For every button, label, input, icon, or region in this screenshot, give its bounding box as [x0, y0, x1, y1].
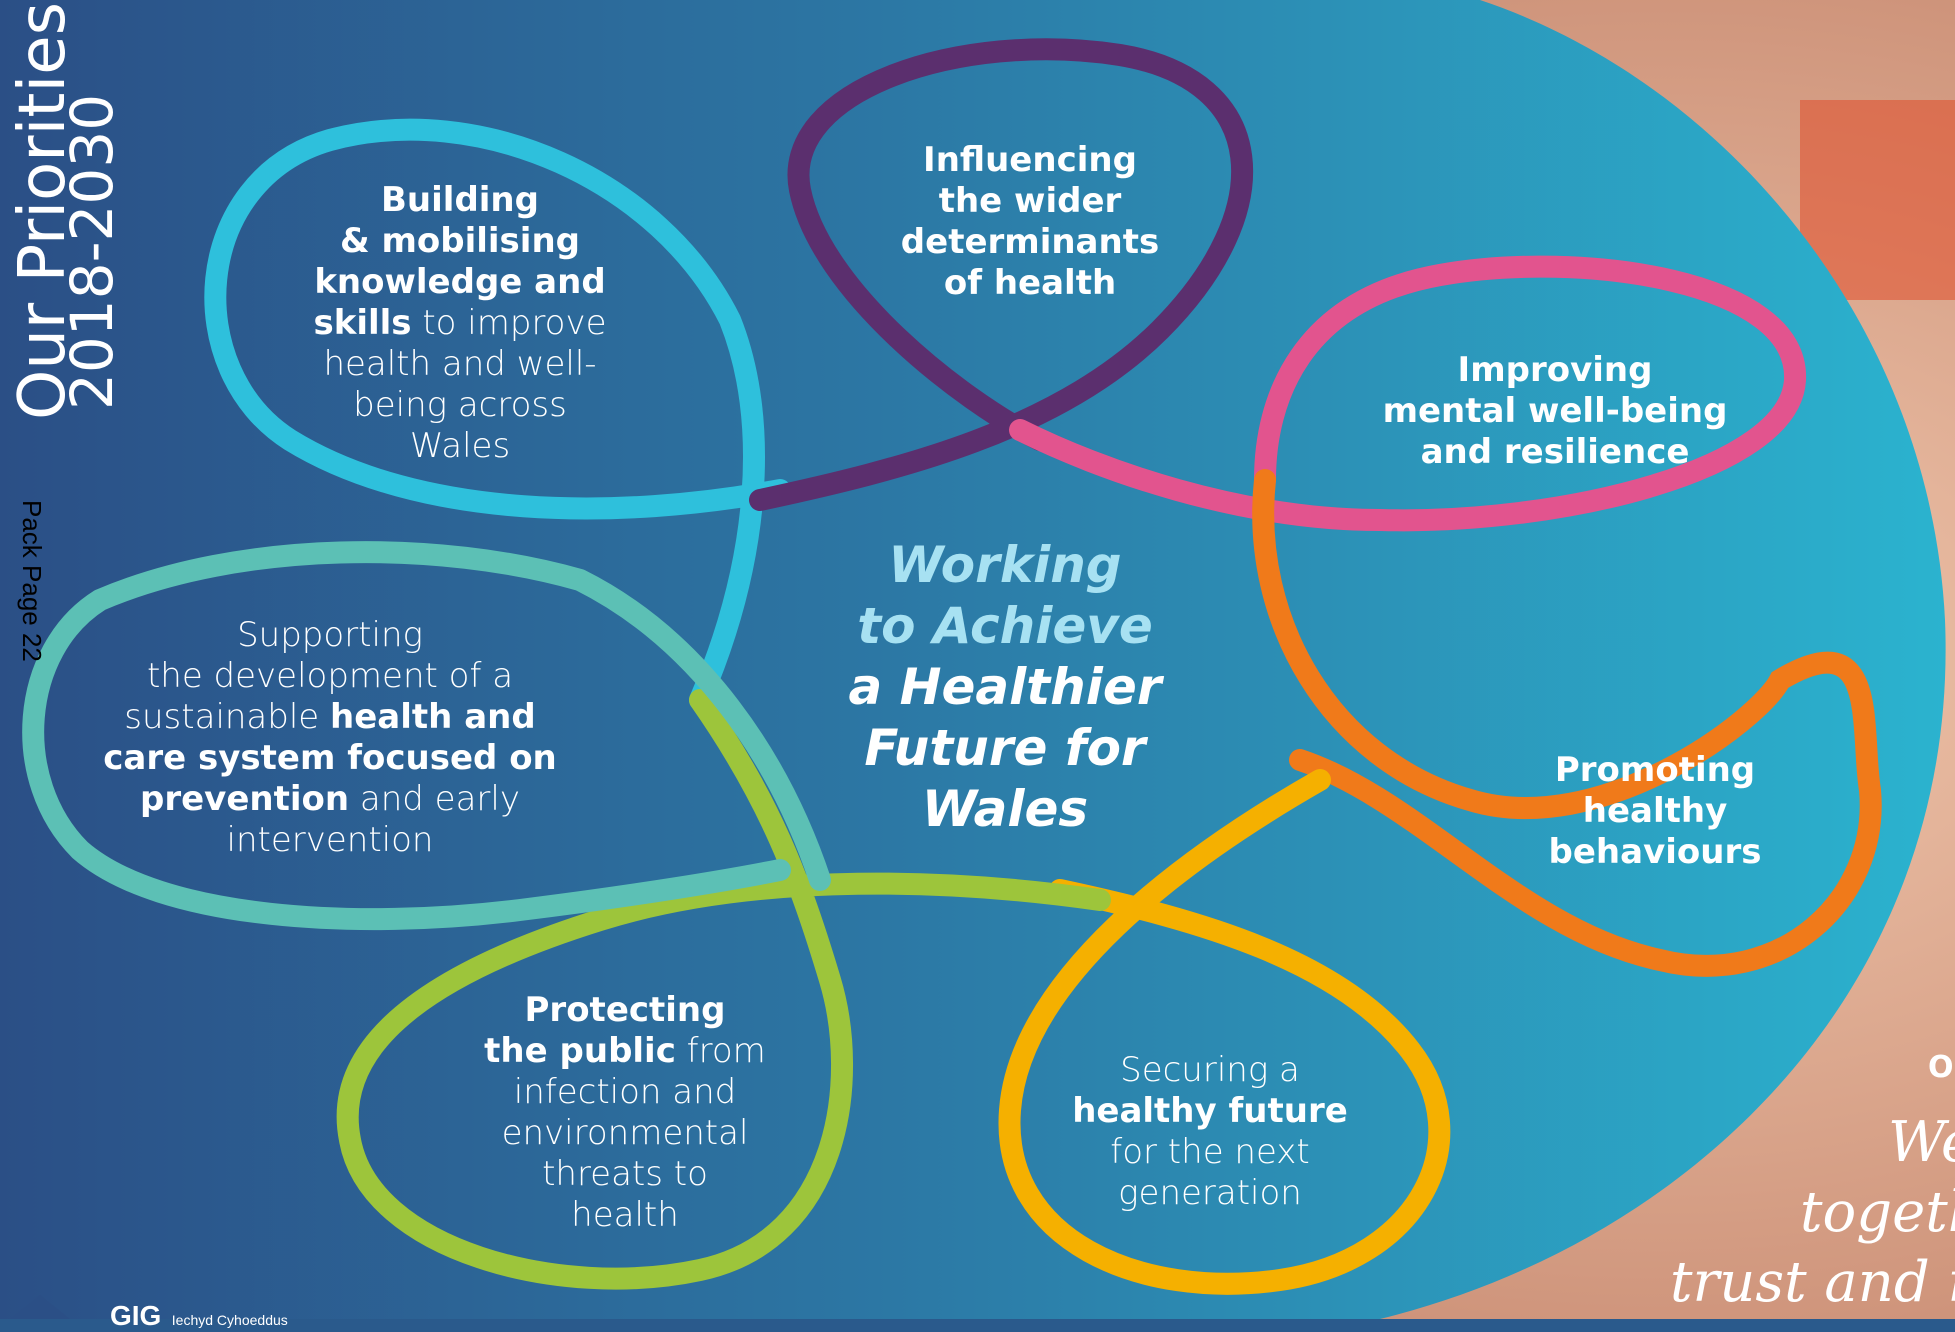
priority-knowledge-light: to improve health and well- being across… — [323, 303, 607, 466]
priority-behaviours: Promoting healthy behaviours — [1548, 750, 1762, 872]
priority-mental: Improving mental well-being and resilien… — [1382, 350, 1728, 472]
loop-determinants — [749, 38, 1254, 511]
loop-protecting — [336, 689, 1111, 1290]
center-line-2: to Achieve — [857, 597, 1153, 655]
footer-logo-text: GIG — [110, 1300, 162, 1331]
priority-protecting-light: from infection and environmental threats… — [501, 1031, 766, 1235]
right-script-2: togethe — [1800, 1180, 1955, 1245]
center-line-5: Wales — [921, 780, 1089, 838]
priority-future-light2: for the next generation — [1110, 1132, 1310, 1213]
center-line-4: Future for — [864, 719, 1146, 777]
right-script-3: trust and re — [1670, 1250, 1955, 1315]
vertical-title-years: 2018-2030 — [58, 93, 126, 410]
footer-text: GIG Iechyd Cyhoeddus — [110, 1300, 288, 1332]
priority-future-bold: healthy future — [1072, 1091, 1348, 1131]
center-title: Working to Achieve a Healthier Future fo… — [820, 535, 1190, 840]
footer-org-text: Iechyd Cyhoeddus — [171, 1312, 288, 1328]
loop-future — [998, 769, 1451, 1295]
footer-logo — [10, 1295, 70, 1319]
priority-prevention: Supporting the development of a sustaina… — [80, 615, 580, 861]
priority-future-light1: Securing a — [1120, 1050, 1300, 1090]
priority-knowledge-bold: Building & mobilising knowledge and skil… — [313, 180, 606, 343]
priority-knowledge: Building & mobilising knowledge and skil… — [280, 180, 640, 467]
priority-protecting-bold2: the public — [484, 1031, 676, 1071]
priority-protecting-bold1: Protecting — [524, 990, 726, 1030]
center-line-1: Working — [888, 536, 1122, 594]
right-partial-heading: Ou — [1928, 1050, 1955, 1085]
priority-prevention-bold: health and care system focused on preven… — [103, 697, 557, 819]
photo-accent — [1800, 100, 1955, 300]
center-line-3: a Healthier — [848, 658, 1162, 716]
priority-prevention-light2: and early intervention — [226, 779, 520, 860]
loop-knowledge — [204, 118, 791, 711]
priority-prevention-light1: Supporting the development of a sustaina… — [124, 615, 514, 737]
loop-prevention — [22, 541, 831, 931]
right-script-1: We — [1888, 1110, 1955, 1175]
page-marker: Pack Page 22 — [17, 500, 47, 662]
priority-determinants: Influencing the wider determinants of he… — [900, 140, 1160, 303]
loop-behaviours — [1252, 469, 1882, 977]
